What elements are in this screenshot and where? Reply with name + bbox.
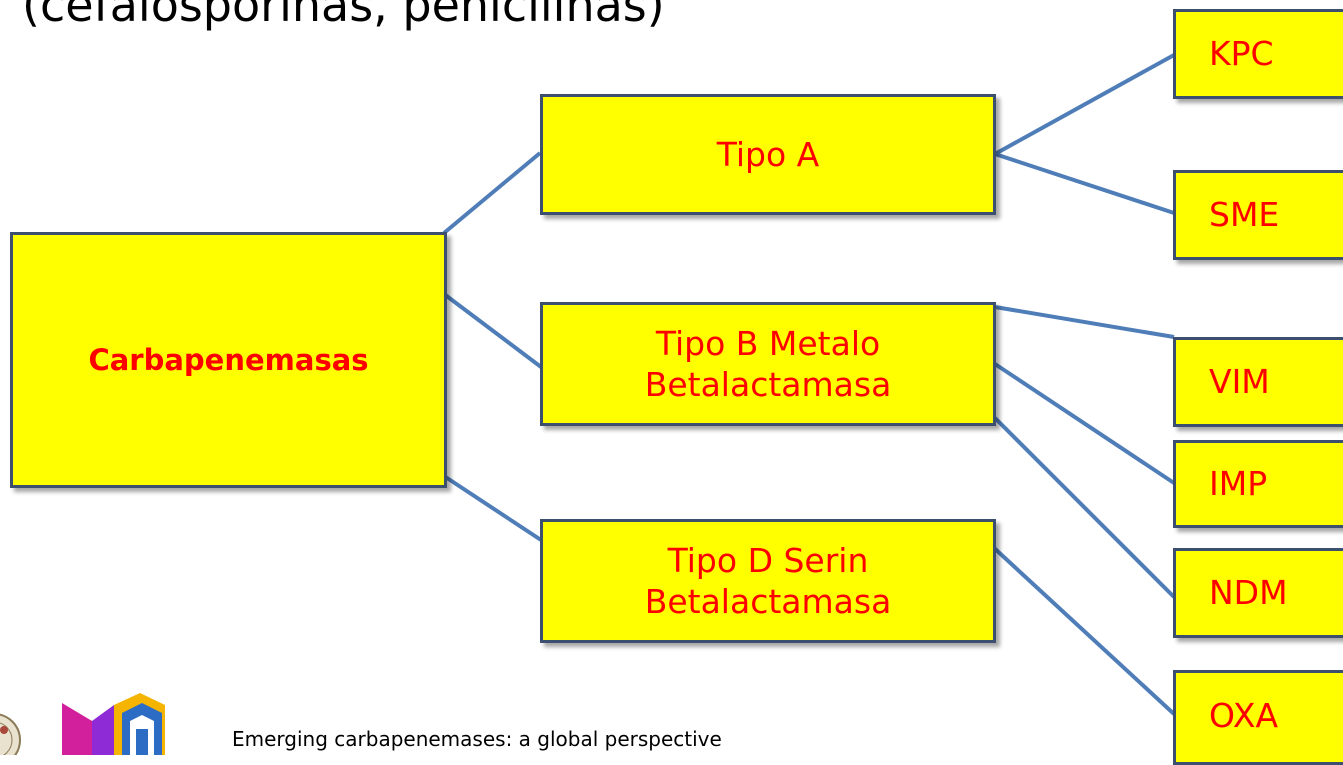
node-tipo-d-label: Tipo D Serin Betalactamasa <box>644 540 892 621</box>
page-title: (cefalosporinas, penicilinas) <box>22 0 665 32</box>
root-node-carbapenemasas: Carbapenemasas <box>10 232 447 488</box>
leaf-oxa: OXA <box>1173 670 1343 765</box>
connector-root-tipo-d <box>442 474 543 542</box>
leaf-imp-label: IMP <box>1209 464 1268 504</box>
connector-root-tipo-b <box>442 292 543 369</box>
root-node-label: Carbapenemasas <box>88 342 369 377</box>
footer-citation: Emerging carbapenemases: a global perspe… <box>232 727 722 751</box>
leaf-ndm-label: NDM <box>1209 573 1288 613</box>
leaf-oxa-label: OXA <box>1209 696 1279 735</box>
leaf-vim-label: VIM <box>1209 362 1270 402</box>
connector-root-tipo-a <box>442 151 542 235</box>
node-tipo-b-label: Tipo B Metalo Betalactamasa <box>644 323 892 404</box>
node-tipo-a: Tipo A <box>540 94 996 215</box>
leaf-vim: VIM <box>1173 337 1343 427</box>
connector-tipo-a-kpc <box>994 53 1175 156</box>
node-tipo-a-label: Tipo A <box>716 134 820 174</box>
leaf-kpc-label: KPC <box>1209 34 1274 74</box>
connector-tipo-b-vim <box>994 305 1175 339</box>
connector-tipo-d-oxa <box>991 545 1176 716</box>
institution-logo-icon <box>62 693 165 755</box>
node-tipo-d: Tipo D Serin Betalactamasa <box>540 519 996 643</box>
leaf-kpc: KPC <box>1173 9 1343 99</box>
leaf-imp: IMP <box>1173 440 1343 528</box>
leaf-sme-label: SME <box>1209 195 1280 235</box>
node-tipo-b: Tipo B Metalo Betalactamasa <box>540 302 996 426</box>
connector-tipo-a-sme <box>994 152 1175 215</box>
connector-tipo-b-ndm <box>993 416 1176 599</box>
connector-tipo-b-imp <box>993 362 1176 485</box>
seal-logo-icon <box>0 713 21 755</box>
leaf-ndm: NDM <box>1173 548 1343 638</box>
leaf-sme: SME <box>1173 170 1343 260</box>
